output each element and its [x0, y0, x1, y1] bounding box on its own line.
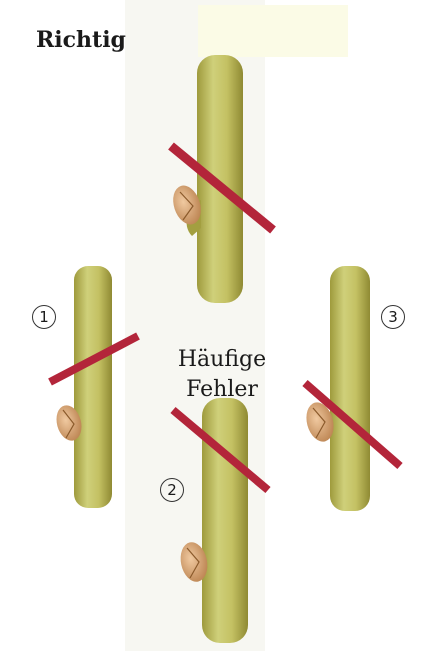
- branch-mistake-1: [50, 266, 138, 508]
- mistakes-label-line1: Häufige: [172, 345, 272, 375]
- mistakes-label: Häufige Fehler: [172, 345, 272, 405]
- marker-2: 2: [160, 478, 184, 502]
- mistakes-label-line2: Fehler: [172, 375, 272, 405]
- marker-1: 1: [32, 305, 56, 329]
- branch-mistake-3: [302, 266, 400, 511]
- top-highlight: [198, 5, 348, 57]
- title-correct: Richtig: [36, 27, 126, 53]
- marker-3: 3: [381, 305, 405, 329]
